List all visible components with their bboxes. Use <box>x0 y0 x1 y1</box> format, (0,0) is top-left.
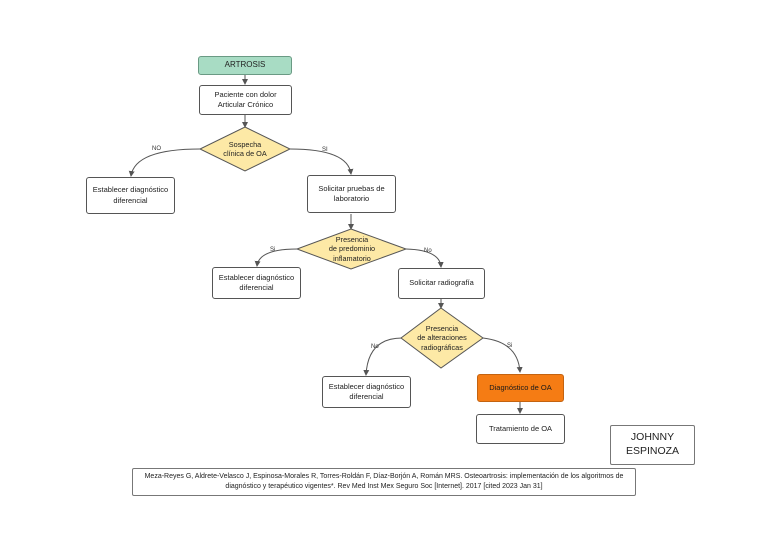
node-radiograph: Solicitar radiografía <box>398 268 485 299</box>
edge-q3-yes <box>482 337 523 373</box>
node-differential-3: Establecer diagnóstico diferencial <box>322 376 411 408</box>
node-artrosis: ARTROSIS <box>198 56 292 75</box>
node-lab-tests: Solicitar pruebas de laboratorio <box>307 175 396 213</box>
edge-q2-no <box>405 248 444 268</box>
node-diagnosis: Diagnóstico de OA <box>477 374 564 402</box>
node-treatment: Tratamiento de OA <box>476 414 565 444</box>
decision-inflammatory-label: Presencia de predominio inflamatorio <box>328 235 376 263</box>
edge-label-q1-no: NO <box>152 146 161 152</box>
edge-label-q3-yes: Si <box>507 343 513 349</box>
edge-q3-no <box>363 337 403 376</box>
edge-label-q3-no: No <box>371 344 379 350</box>
decision-radiographic-label: Presencia de alteraciones radiográficas <box>417 324 467 352</box>
node-patient: Paciente con dolor Articular Crónico <box>199 85 292 115</box>
author-name-box: JOHNNY ESPINOZA <box>610 425 695 465</box>
decision-inflammatory-diamond <box>295 228 408 270</box>
decision-suspicion-label: Sospecha clínica de OA <box>223 139 267 158</box>
decision-suspicion-diamond <box>198 126 292 172</box>
edge-label-q2-no: No <box>424 248 432 254</box>
edge-q1-no <box>128 148 201 177</box>
node-differential-1: Establecer diagnóstico diferencial <box>86 177 175 214</box>
edge-label-q2-yes: Si <box>270 247 276 253</box>
edge-q1-yes <box>289 148 354 175</box>
edge-label-q1-yes: SI <box>322 147 328 153</box>
citation-reference: Meza-Reyes G, Aldrete-Velasco J, Espinos… <box>132 468 636 496</box>
node-differential-2: Establecer diagnóstico diferencial <box>212 267 301 299</box>
decision-radiographic-diamond <box>400 307 484 369</box>
edge-q2-yes <box>254 248 298 267</box>
